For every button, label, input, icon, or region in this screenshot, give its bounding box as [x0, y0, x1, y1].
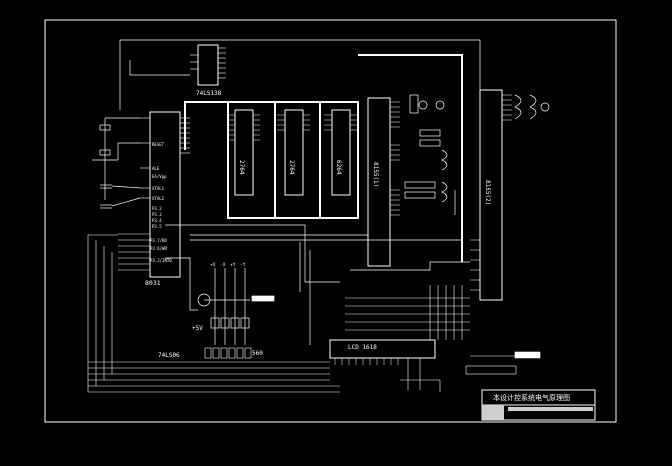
label-p33: P3.3 [152, 212, 162, 217]
title-block-text: 本设计控系统电气原理图 [493, 393, 570, 402]
data-bus [184, 54, 463, 262]
decoder-74ls138: 74LS138 [190, 44, 226, 97]
label-p35: P3.5 [152, 224, 162, 229]
pio-8155-2: 8155(2) [470, 89, 512, 301]
label-74ls138: 74LS138 [196, 90, 222, 97]
resistor-bank [204, 347, 252, 359]
pio-8155-1: 8155(1) [367, 97, 400, 267]
label-2764-a: 2764 [238, 160, 245, 175]
eprom-2764-a: 2764 [227, 109, 260, 196]
clock-reset-circuit [92, 117, 141, 209]
ram-6264: 6264 [324, 109, 357, 196]
led-group-top [404, 94, 456, 215]
title-block: 本设计控系统电气原理图 [481, 389, 596, 421]
axis-drivers [197, 268, 275, 345]
label-ale: ALE [152, 166, 160, 171]
label-res560: 560 [252, 350, 263, 357]
label-reset: RESET [152, 142, 165, 147]
label-rd: P3.7/RD [150, 238, 167, 243]
label-6264: 6264 [335, 160, 342, 175]
label-lcd: LCD 1618 [348, 344, 377, 351]
label-xtal1: XTAL1 [152, 186, 165, 191]
label-axis-y-minus: -Y [240, 262, 246, 268]
keyboard-matrix [345, 285, 470, 340]
lcd-module: LCD 1618 [329, 339, 436, 365]
label-p32: P3.2 [152, 206, 162, 211]
label-plus5v: +5V [192, 325, 203, 332]
wiring [119, 39, 481, 345]
label-axis-y-plus: +Y [230, 262, 236, 268]
buffer-outputs [87, 234, 340, 393]
label-8031: 8031 [145, 279, 161, 287]
label-axis-x-minus: -X [220, 262, 226, 268]
drive-transistors-right [514, 94, 550, 120]
label-int0: P3.2/INT0 [150, 258, 172, 263]
label-ea: EA/Vpp [152, 174, 167, 179]
label-p34: P3.4 [152, 218, 162, 223]
label-axis-x-plus: +X [210, 262, 216, 268]
label-8155-1: 8155(1) [372, 162, 379, 187]
lcd-contrast-circuit [400, 351, 541, 392]
label-xtal2: XTAL2 [152, 196, 165, 201]
drawing-border [44, 19, 617, 423]
label-8155-2: 8155(2) [484, 180, 491, 205]
label-2764-b: 2764 [288, 160, 295, 175]
mcu-8031: ALE EA/Vpp XTAL1 XTAL2 RESET P3.2 P3.3 P… [118, 111, 190, 287]
label-74ls06: 74LS06 [158, 352, 180, 359]
eprom-2764-b: 2764 [277, 109, 310, 196]
label-wr: P3.6/WR [150, 246, 167, 251]
